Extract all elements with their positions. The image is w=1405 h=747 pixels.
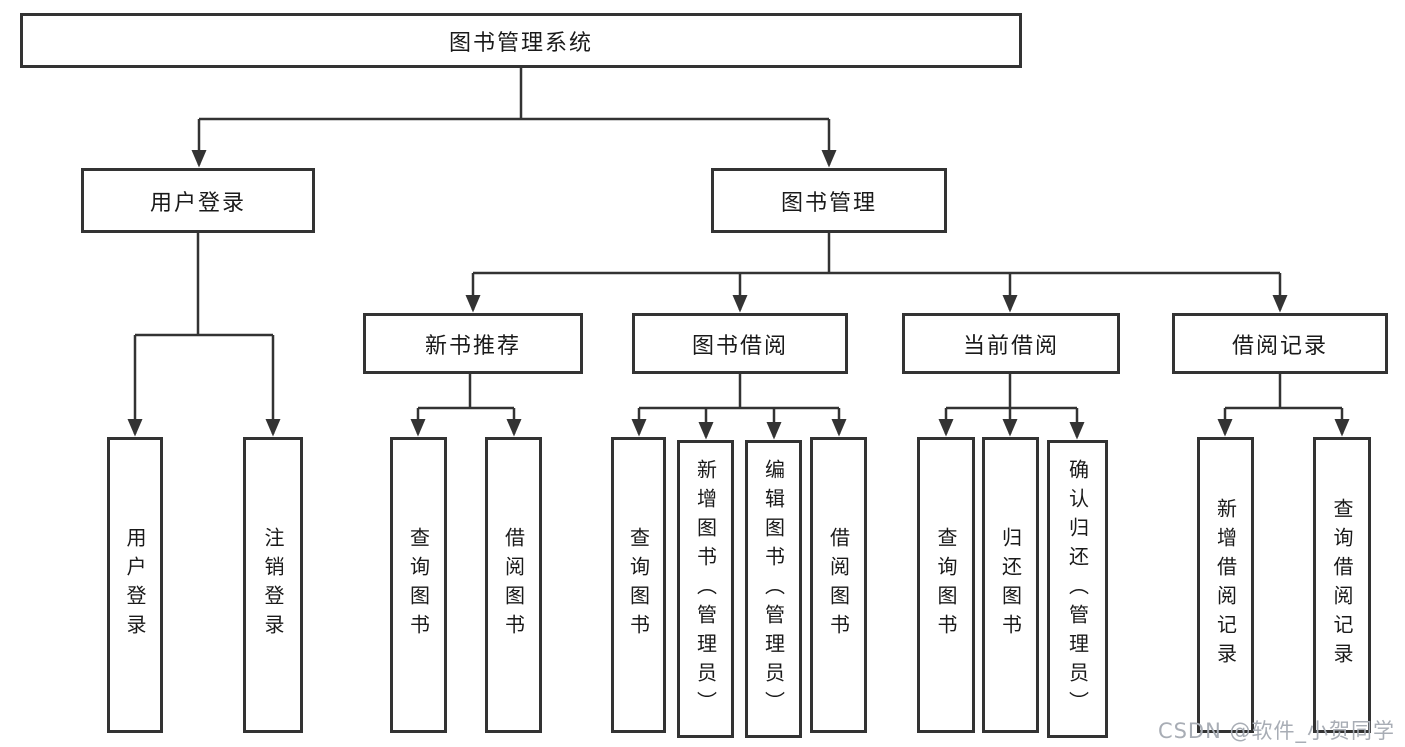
leaf-nb-query-books-label: 查询图书 xyxy=(406,527,431,643)
node-current-borrow: 当前借阅 xyxy=(902,313,1120,374)
connector-root-to-level2 xyxy=(191,68,837,168)
node-current-borrow-label: 当前借阅 xyxy=(962,333,1059,359)
leaf-bb-edit-book-admin: 编辑图书（管理员） xyxy=(745,440,802,738)
leaf-cb-confirm-return-admin-label: 确认归还（管理员） xyxy=(1065,458,1090,720)
node-borrow-records: 借阅记录 xyxy=(1172,313,1388,374)
leaf-user-login-label: 用户登录 xyxy=(123,527,147,643)
node-book-management-label: 图书管理 xyxy=(780,190,877,216)
node-book-borrow-label: 图书借阅 xyxy=(691,333,788,359)
leaf-logout-label: 注销登录 xyxy=(261,527,285,643)
connector-user-login-branch xyxy=(127,233,281,437)
leaf-bb-borrow-books-label: 借阅图书 xyxy=(826,527,851,643)
leaf-cb-confirm-return-admin: 确认归还（管理员） xyxy=(1047,440,1108,738)
node-new-book-recommend-label: 新书推荐 xyxy=(424,333,521,359)
leaf-cb-query-books-label: 查询图书 xyxy=(934,527,958,643)
connector-current-borrow-branch xyxy=(938,374,1085,440)
node-user-login-label: 用户登录 xyxy=(149,190,246,216)
leaf-bb-query-books: 查询图书 xyxy=(611,437,666,733)
leaf-nb-borrow-books: 借阅图书 xyxy=(485,437,542,733)
leaf-bb-query-books-label: 查询图书 xyxy=(626,527,651,643)
leaf-cb-query-books: 查询图书 xyxy=(917,437,975,733)
node-user-login: 用户登录 xyxy=(81,168,315,233)
node-book-borrow: 图书借阅 xyxy=(632,313,848,374)
node-root-label: 图书管理系统 xyxy=(448,30,593,56)
leaf-nb-borrow-books-label: 借阅图书 xyxy=(501,527,526,643)
leaf-br-add-record: 新增借阅记录 xyxy=(1197,437,1254,733)
node-new-book-recommend: 新书推荐 xyxy=(363,313,583,374)
connector-borrow-records-branch xyxy=(1217,374,1350,437)
leaf-cb-return-books-label: 归还图书 xyxy=(998,527,1023,643)
connector-new-book-branch xyxy=(410,374,522,437)
node-borrow-records-label: 借阅记录 xyxy=(1231,333,1328,359)
leaf-user-login: 用户登录 xyxy=(107,437,163,733)
leaf-br-add-record-label: 新增借阅记录 xyxy=(1213,498,1238,672)
leaf-nb-query-books: 查询图书 xyxy=(390,437,447,733)
node-book-management: 图书管理 xyxy=(711,168,947,233)
leaf-bb-add-book-admin: 新增图书（管理员） xyxy=(677,440,734,738)
leaf-cb-return-books: 归还图书 xyxy=(982,437,1039,733)
leaf-br-query-record: 查询借阅记录 xyxy=(1313,437,1371,733)
csdn-watermark: CSDN @软件_小贺同学 xyxy=(1157,719,1395,743)
leaf-bb-add-book-admin-label: 新增图书（管理员） xyxy=(693,458,718,720)
connector-book-management-branch xyxy=(465,233,1288,313)
leaf-logout: 注销登录 xyxy=(243,437,303,733)
leaf-bb-edit-book-admin-label: 编辑图书（管理员） xyxy=(761,458,786,720)
connector-book-borrow-branch xyxy=(631,374,847,440)
node-root: 图书管理系统 xyxy=(20,13,1022,68)
leaf-br-query-record-label: 查询借阅记录 xyxy=(1330,498,1354,672)
leaf-bb-borrow-books: 借阅图书 xyxy=(810,437,867,733)
